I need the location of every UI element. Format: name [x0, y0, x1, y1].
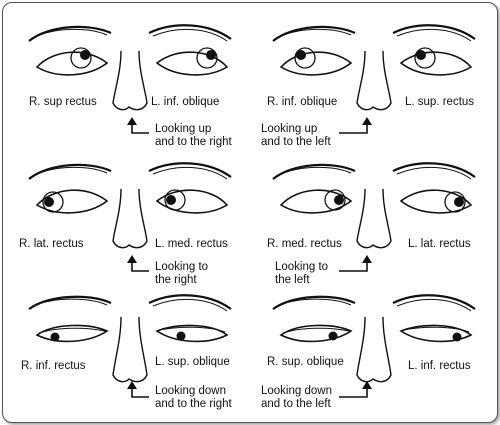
face-drawing [28, 162, 232, 272]
gaze-arrow [339, 387, 368, 398]
right-pupil [334, 195, 344, 205]
left-pupil [452, 332, 462, 342]
left-eye [399, 324, 473, 343]
panel-looking-up-right: R. sup rectus L. inf. oblique Looking up… [9, 11, 254, 148]
left-eyebrow [392, 24, 476, 40]
right-pupil [50, 332, 60, 342]
right-muscle-label: L. inf. rectus [408, 360, 471, 372]
right-muscle-label: L. inf. oblique [151, 96, 220, 108]
right-eye [279, 51, 353, 76]
left-eye [155, 189, 229, 214]
nose [112, 316, 148, 383]
right-pupil [44, 197, 54, 207]
right-muscle-label: L. med. rectus [155, 238, 228, 250]
right-eye [279, 324, 353, 343]
face-drawing [272, 294, 476, 398]
right-eye [35, 189, 109, 214]
right-eye [279, 189, 353, 214]
left-pupil [454, 197, 464, 207]
right-pupil [80, 50, 90, 60]
left-eyebrow [392, 294, 476, 310]
left-eye [399, 189, 473, 214]
left-pupil [176, 331, 186, 341]
gaze-arrow [131, 123, 149, 134]
left-muscle-label: R. sup. oblique [267, 356, 344, 368]
nose [356, 316, 392, 383]
gaze-arrow [131, 387, 149, 398]
left-eye [155, 324, 229, 343]
face-drawing [28, 24, 232, 134]
left-pupil [416, 50, 426, 60]
left-muscle-label: R. lat. rectus [19, 238, 84, 250]
left-muscle-label: R. inf. rectus [21, 360, 86, 372]
face-drawing [272, 162, 476, 272]
right-muscle-label: L. sup. rectus [405, 96, 475, 108]
panel-looking-left: R. med. rectus L. lat. rectus Looking to… [253, 149, 497, 286]
left-pupil [206, 50, 216, 60]
right-pupil [328, 331, 338, 341]
nose [356, 188, 392, 249]
panel-looking-up-left: R. inf. oblique L. sup. rectus Looking u… [253, 11, 497, 148]
right-pupil [296, 50, 306, 60]
left-muscle-label: R. med. rectus [267, 238, 342, 250]
nose [356, 50, 392, 111]
face-drawing [272, 24, 476, 134]
gaze-arrow [339, 123, 368, 134]
right-muscle-label: L. lat. rectus [408, 238, 471, 250]
left-eyebrow [148, 162, 232, 178]
left-eye [399, 51, 473, 76]
left-eyebrow [148, 294, 232, 310]
gaze-arrow [131, 261, 149, 272]
left-eyebrow [392, 162, 476, 178]
gaze-arrow [339, 261, 368, 272]
nose [112, 188, 148, 249]
left-eye [155, 51, 229, 76]
nose [112, 50, 148, 111]
panel-looking-down-left: R. sup. oblique L. inf. rectus Looking d… [253, 287, 497, 422]
left-muscle-label: R. inf. oblique [267, 96, 338, 108]
left-pupil [166, 195, 176, 205]
right-muscle-label: L. sup. oblique [155, 356, 230, 368]
right-eye [35, 51, 109, 76]
panel-looking-down-right: R. inf. rectus L. sup. oblique Looking d… [9, 287, 254, 422]
face-drawing [28, 294, 232, 398]
left-eyebrow [148, 24, 232, 40]
panel-looking-right: R. lat. rectus L. med. rectus Looking to… [9, 149, 254, 286]
left-muscle-label: R. sup rectus [29, 96, 97, 108]
